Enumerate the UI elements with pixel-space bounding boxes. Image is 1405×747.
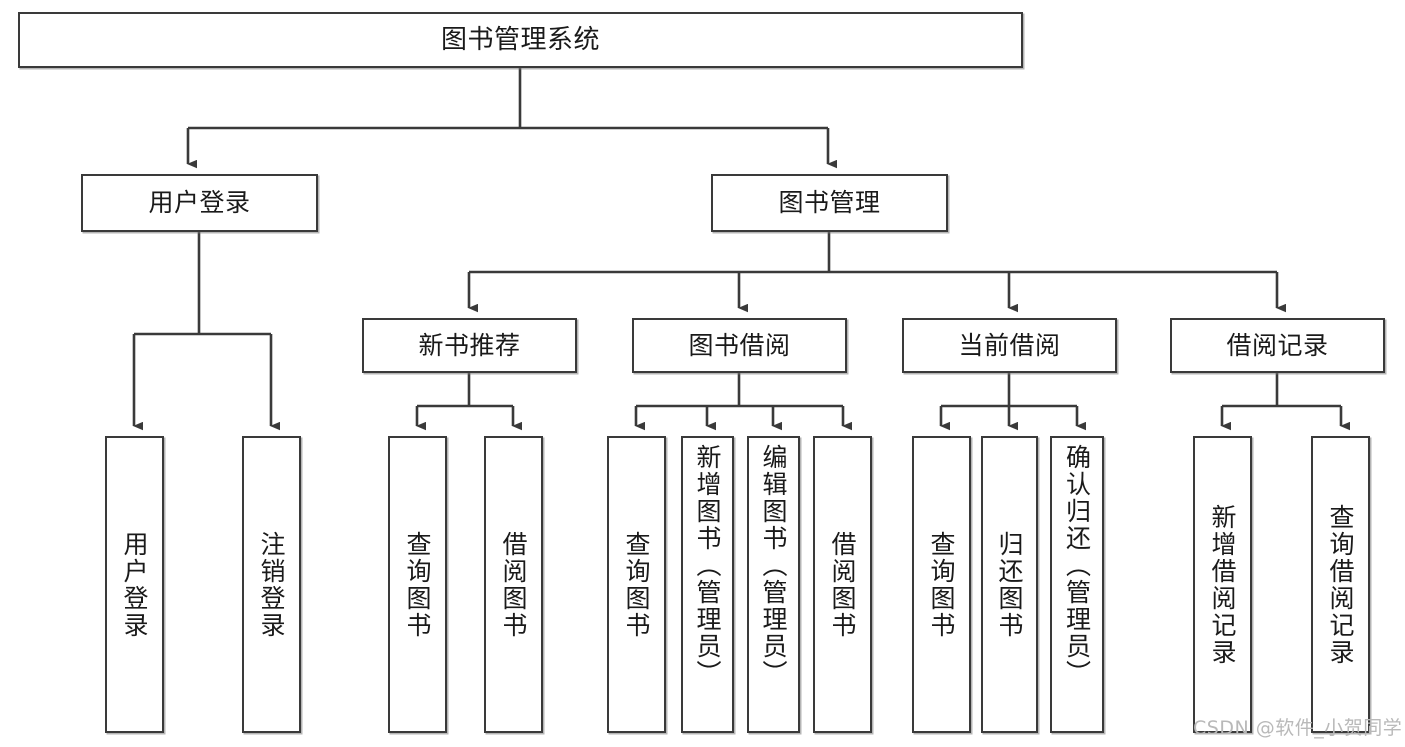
node-borrow-record[interactable]: 借阅记录 bbox=[1170, 318, 1385, 373]
leaf-book-borrow-borrow[interactable]: 借阅图书 bbox=[813, 436, 872, 733]
node-user-login[interactable]: 用户登录 bbox=[81, 174, 318, 232]
node-label: 图书管理系统 bbox=[440, 24, 600, 55]
leaf-new-book-query[interactable]: 查询图书 bbox=[388, 436, 447, 733]
leaf-current-borrow-return[interactable]: 归还图书 bbox=[981, 436, 1038, 733]
leaf-current-borrow-query[interactable]: 查询图书 bbox=[912, 436, 971, 733]
node-label: 注销登录 bbox=[257, 530, 286, 639]
csdn-watermark: CSDN @软件_小贺同学 bbox=[1193, 717, 1403, 739]
node-label: 当前借阅 bbox=[958, 330, 1061, 360]
leaf-borrow-record-add[interactable]: 新增借阅记录 bbox=[1193, 436, 1252, 733]
node-new-book-recommend[interactable]: 新书推荐 bbox=[362, 318, 577, 373]
node-label: 图书管理 bbox=[778, 188, 881, 218]
leaf-book-borrow-query[interactable]: 查询图书 bbox=[607, 436, 666, 733]
node-label: 借阅图书 bbox=[828, 530, 857, 639]
node-label: 查询图书 bbox=[927, 530, 956, 639]
node-label: 新增图书（管理员） bbox=[693, 444, 722, 687]
leaf-borrow-record-query[interactable]: 查询借阅记录 bbox=[1311, 436, 1370, 733]
leaf-user-login-logout[interactable]: 注销登录 bbox=[242, 436, 301, 733]
node-label: 查询借阅记录 bbox=[1326, 503, 1355, 666]
node-label: 新增借阅记录 bbox=[1208, 503, 1237, 666]
leaf-book-borrow-edit-admin[interactable]: 编辑图书（管理员） bbox=[747, 436, 800, 733]
node-label: 归还图书 bbox=[995, 530, 1024, 639]
node-label: 确认归还（管理员） bbox=[1062, 444, 1092, 687]
leaf-new-book-borrow[interactable]: 借阅图书 bbox=[484, 436, 543, 733]
leaf-book-borrow-add-admin[interactable]: 新增图书（管理员） bbox=[681, 436, 734, 733]
node-label: 图书借阅 bbox=[688, 330, 791, 360]
node-book-borrow[interactable]: 图书借阅 bbox=[632, 318, 847, 373]
node-root-system[interactable]: 图书管理系统 bbox=[18, 12, 1023, 68]
node-label: 用户登录 bbox=[148, 188, 251, 218]
node-label: 借阅图书 bbox=[499, 530, 528, 639]
node-label: 查询图书 bbox=[622, 530, 651, 639]
leaf-user-login-login[interactable]: 用户登录 bbox=[105, 436, 164, 733]
node-label: 编辑图书（管理员） bbox=[759, 444, 788, 687]
node-book-management[interactable]: 图书管理 bbox=[711, 174, 948, 232]
node-label: 新书推荐 bbox=[418, 330, 521, 360]
leaf-current-borrow-confirm-admin[interactable]: 确认归还（管理员） bbox=[1050, 436, 1104, 733]
node-label: 借阅记录 bbox=[1226, 330, 1329, 360]
node-label: 用户登录 bbox=[120, 530, 149, 639]
node-label: 查询图书 bbox=[403, 530, 432, 639]
node-current-borrow[interactable]: 当前借阅 bbox=[902, 318, 1117, 373]
